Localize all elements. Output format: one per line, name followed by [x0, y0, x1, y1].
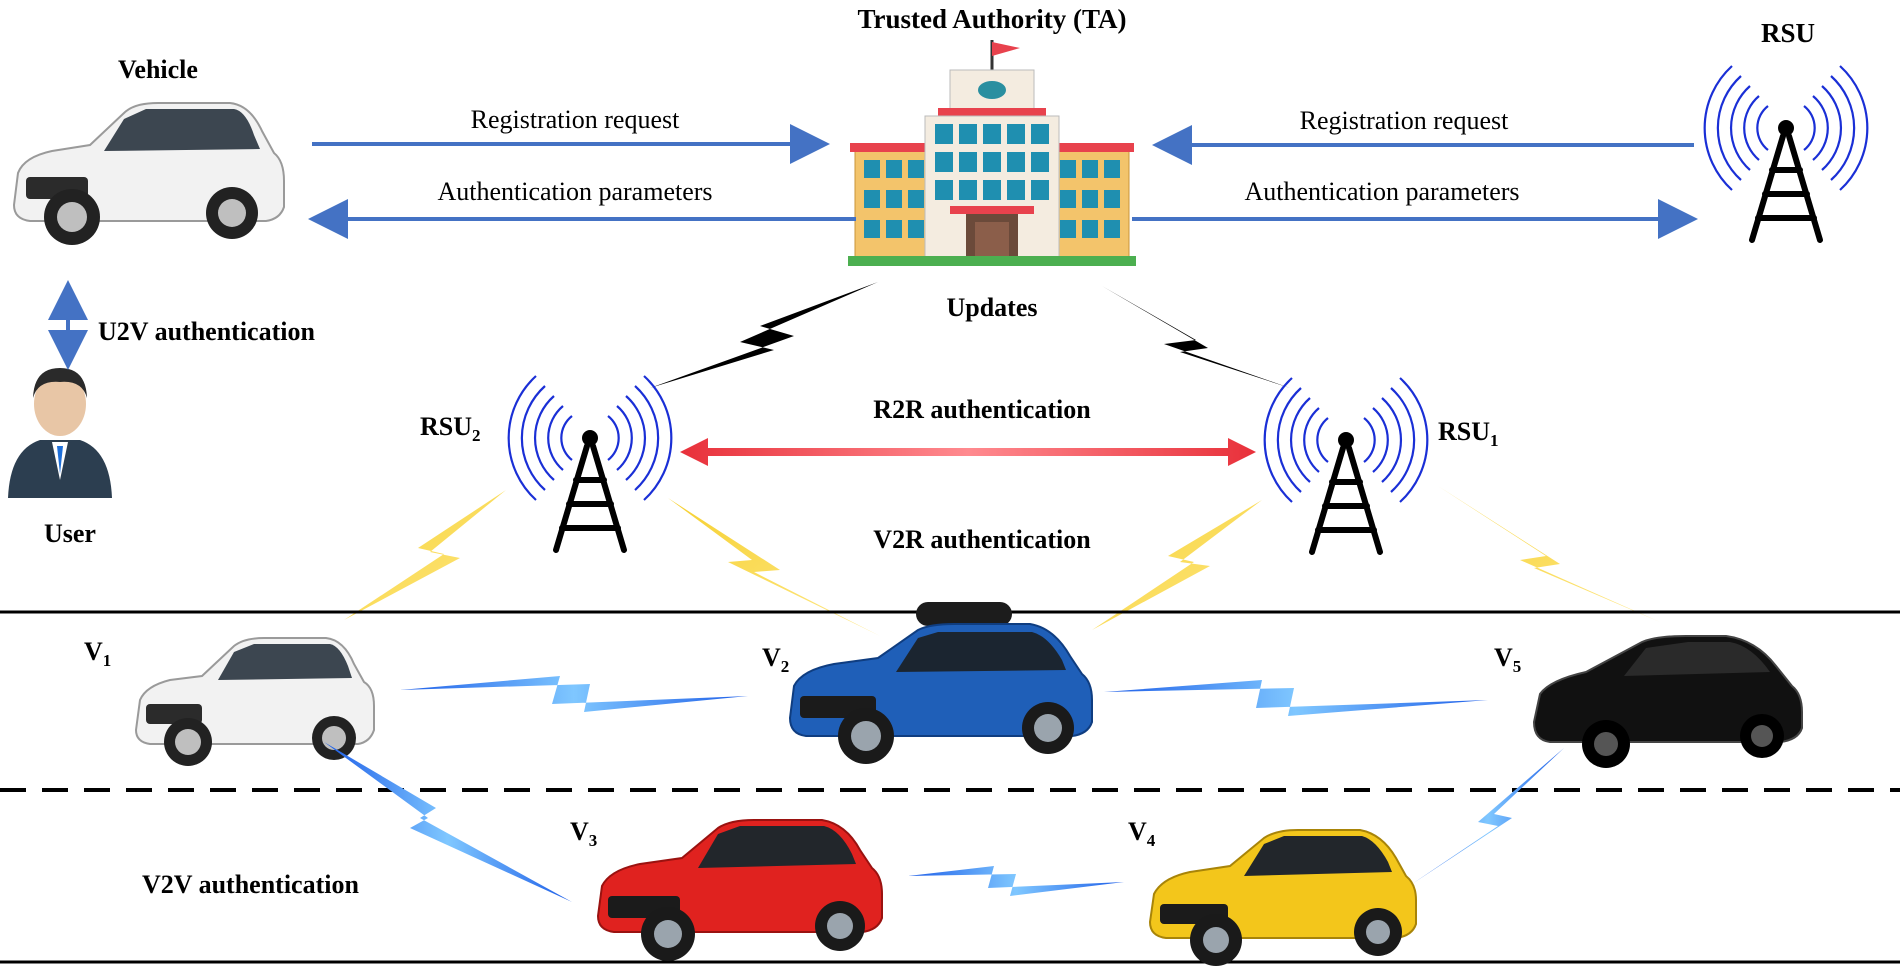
v3-node: V3: [570, 817, 883, 961]
v2r-bolt-rsu1-v5: [1438, 486, 1660, 622]
v5-label: V5: [1494, 643, 1521, 676]
v2-car-image: [788, 602, 1093, 764]
rsu-top-label: RSU: [1761, 18, 1815, 48]
v3-label: V3: [570, 817, 597, 850]
rsu-top-tower-icon: [1705, 66, 1868, 240]
left-request-label: Registration request: [471, 105, 680, 134]
right-request-label: Registration request: [1300, 106, 1509, 135]
v2v-label: V2V authentication: [142, 870, 359, 899]
left-params-label: Authentication parameters: [437, 177, 712, 206]
rsu1-label: RSU1: [1438, 417, 1499, 450]
ta-title: Trusted Authority (TA): [858, 4, 1127, 34]
rsu1-tower-icon: [1265, 378, 1428, 552]
ta-building-icon: [848, 40, 1136, 266]
rsu2-tower-icon: [509, 376, 672, 550]
v4-node: V4: [1128, 817, 1417, 966]
v2v-edge: V2V authentication: [142, 676, 1564, 902]
v1-car-image: [134, 637, 375, 766]
v2r-bolt-rsu2-v1: [344, 490, 506, 620]
updates-label: Updates: [946, 293, 1037, 322]
v2-label: V2: [762, 643, 789, 676]
v4-car-image: [1148, 829, 1417, 966]
vehicle-ta-edges: Registration request Authentication para…: [308, 105, 856, 239]
v4-label: V4: [1128, 817, 1156, 850]
rsu-ta-edges: Registration request Authentication para…: [1132, 106, 1698, 239]
rsu2-node: RSU2: [420, 376, 671, 550]
v2v-bolt-v1-v2: [400, 676, 748, 712]
r2r-arrow: [680, 438, 1256, 466]
v5-node: V5: [1494, 635, 1803, 768]
right-params-label: Authentication parameters: [1244, 177, 1519, 206]
vehicle-label: Vehicle: [118, 55, 198, 84]
v2r-edge: V2R authentication: [344, 486, 1660, 636]
rsu2-label: RSU2: [420, 412, 481, 445]
v2v-bolt-v3-v4: [908, 866, 1124, 896]
u2v-edge: U2V authentication: [48, 280, 315, 370]
ta-node: Trusted Authority (TA): [848, 4, 1136, 266]
vehicle-node: Vehicle: [12, 55, 285, 245]
user-icon: [8, 368, 112, 498]
v2v-bolt-v1-v3: [324, 742, 572, 902]
v1-label: V1: [84, 637, 111, 670]
r2r-label: R2R authentication: [873, 395, 1091, 424]
updates-bolt-right: [1102, 286, 1290, 388]
v3-car-image: [596, 819, 883, 961]
user-label: User: [44, 519, 96, 548]
v5-car-image: [1532, 635, 1803, 768]
v2v-bolt-v2-v5: [1104, 680, 1488, 716]
updates-bolt-left: [650, 282, 878, 388]
v1-node: V1: [84, 637, 375, 766]
v2v-bolt-v5-v4: [1412, 748, 1564, 884]
v2r-bolt-rsu2-v2: [668, 498, 880, 636]
rsu-top-node: RSU: [1705, 18, 1868, 240]
v2-node: V2: [762, 602, 1093, 764]
user-node: User: [8, 368, 112, 548]
r2r-edge: R2R authentication: [680, 395, 1256, 466]
u2v-label: U2V authentication: [98, 317, 315, 346]
vehicle-car-image: [12, 102, 285, 245]
rsu1-node: RSU1: [1265, 378, 1499, 552]
v2r-label: V2R authentication: [873, 525, 1091, 554]
updates-edge: Updates: [650, 282, 1290, 388]
